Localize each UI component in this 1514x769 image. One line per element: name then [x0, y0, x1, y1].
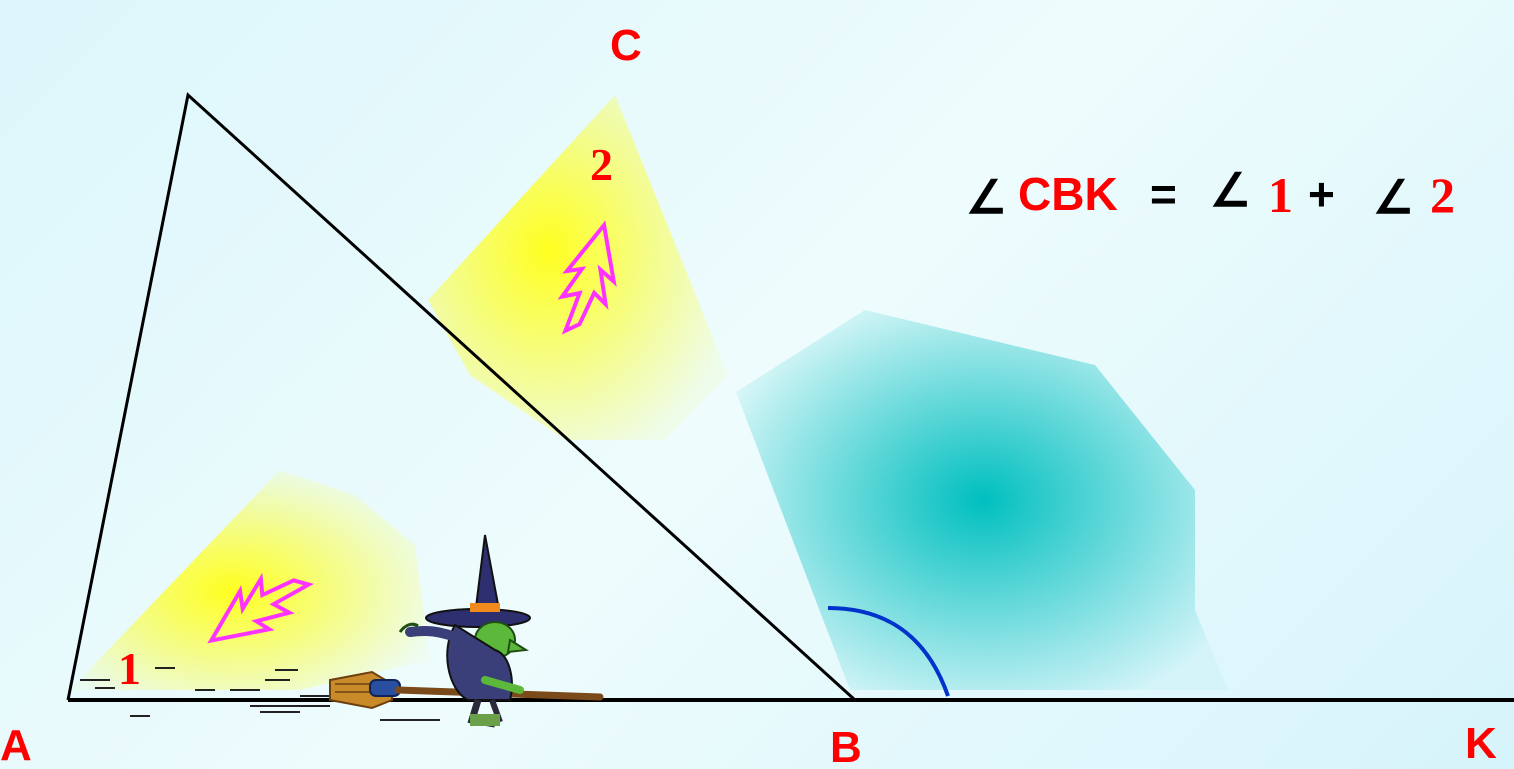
arrow-icon [207, 572, 314, 644]
angle-1-highlight [70, 470, 430, 690]
exterior-angle-highlight [736, 310, 1228, 690]
speed-lines [80, 667, 440, 721]
arrow-icon [557, 220, 617, 335]
vertex-label-k: K [1465, 719, 1497, 768]
formula-term-1: 1 [1268, 167, 1293, 223]
angle-label-2: 2 [590, 139, 613, 190]
vertex-label-c: C [610, 21, 642, 70]
vertex-label-b: B [830, 723, 862, 769]
formula-lhs: CBK [1018, 168, 1118, 220]
formula-equals: = [1150, 168, 1177, 220]
formula-plus: + [1308, 168, 1335, 220]
formula-term-2: 2 [1430, 167, 1455, 223]
vertex-label-a: A [0, 721, 32, 769]
formula: ∠ CBK = ∠ 1 + ∠ 2 [966, 164, 1455, 223]
angle-label-1: 1 [118, 643, 141, 694]
angle-symbol: ∠ [1373, 171, 1414, 223]
exterior-angle-arc [827, 606, 950, 697]
angle-symbol: ∠ [966, 171, 1007, 223]
angle-symbol: ∠ [1210, 164, 1251, 216]
triangle [66, 92, 857, 702]
witch-icon [398, 534, 531, 728]
